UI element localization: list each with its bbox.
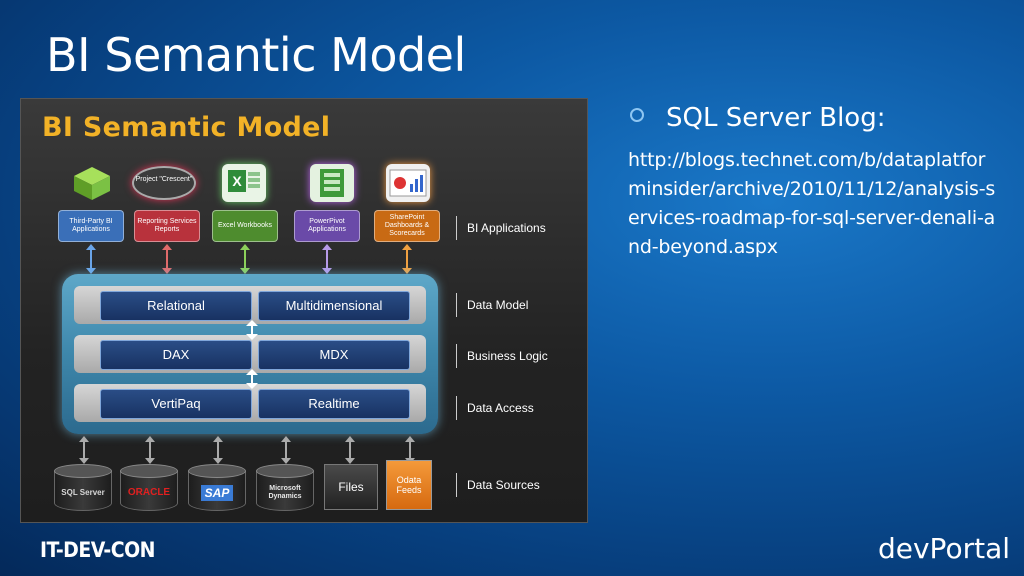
bullet-heading-text: SQL Server Blog: bbox=[666, 103, 886, 133]
cell-mdx: MDX bbox=[258, 340, 410, 370]
data-access-row: VertiPaq Realtime bbox=[74, 384, 426, 422]
crescent-label: Project "Crescent" bbox=[135, 176, 193, 183]
layer-label-data-access: Data Access bbox=[456, 396, 534, 420]
source-label: Microsoft Dynamics bbox=[268, 484, 302, 500]
crescent-icon: Project "Crescent" bbox=[132, 166, 196, 200]
source-label: Files bbox=[338, 480, 364, 494]
business-logic-row: DAX MDX bbox=[74, 335, 426, 373]
svg-text:X: X bbox=[232, 173, 242, 189]
cube-icon bbox=[70, 164, 114, 202]
engine-container: Relational Multidimensional DAX MDX Vert… bbox=[62, 274, 438, 434]
footer-brand-right: devPortal bbox=[877, 532, 1010, 565]
source-sap: SAP bbox=[188, 464, 246, 512]
layer-label-data-sources: Data Sources bbox=[456, 473, 540, 497]
source-oracle: ORACLE bbox=[120, 464, 178, 512]
cell-relational: Relational bbox=[100, 291, 252, 321]
source-odata-feeds: Odata Feeds bbox=[386, 460, 432, 510]
bi-semantic-model-diagram: BI Semantic Model Project "Crescent" X T… bbox=[20, 98, 588, 523]
slide-title: BI Semantic Model bbox=[46, 28, 466, 82]
cell-vertipaq: VertiPaq bbox=[100, 389, 252, 419]
app-third-party-bi: Third-Party BI Applications bbox=[58, 210, 124, 242]
dashboard-icon bbox=[386, 164, 430, 202]
source-label: SAP bbox=[200, 484, 234, 501]
diagram-title: BI Semantic Model bbox=[42, 112, 331, 143]
powerpivot-icon bbox=[310, 164, 354, 202]
layer-label-business-logic: Business Logic bbox=[456, 344, 548, 368]
source-files: Files bbox=[324, 464, 378, 510]
layer-label-bi-applications: BI Applications bbox=[456, 216, 546, 240]
source-microsoft-dynamics: Microsoft Dynamics bbox=[256, 464, 314, 512]
bullet-circle-icon bbox=[630, 108, 644, 122]
layer-label-data-model: Data Model bbox=[456, 293, 528, 317]
footer-brand-left: IT-DEV-CON bbox=[40, 538, 155, 562]
app-powerpivot: PowerPivot Applications bbox=[294, 210, 360, 242]
engine-connector-arrows bbox=[246, 320, 258, 389]
source-label: Odata Feeds bbox=[396, 475, 422, 495]
bullet-heading: SQL Server Blog: bbox=[666, 103, 885, 133]
data-model-row: Relational Multidimensional bbox=[74, 286, 426, 324]
app-excel-workbooks: Excel Workbooks bbox=[212, 210, 278, 242]
blog-url-link[interactable]: http://blogs.technet.com/b/dataplatformi… bbox=[628, 149, 996, 258]
source-sql-server: SQL Server bbox=[54, 464, 112, 512]
cell-dax: DAX bbox=[100, 340, 252, 370]
cell-realtime: Realtime bbox=[258, 389, 410, 419]
app-reporting-services: Reporting Services Reports bbox=[134, 210, 200, 242]
excel-icon: X bbox=[222, 164, 266, 202]
source-label: ORACLE bbox=[127, 487, 171, 498]
source-label: SQL Server bbox=[61, 488, 105, 497]
app-sharepoint-dashboards: SharePoint Dashboards & Scorecards bbox=[374, 210, 440, 242]
cell-multidimensional: Multidimensional bbox=[258, 291, 410, 321]
